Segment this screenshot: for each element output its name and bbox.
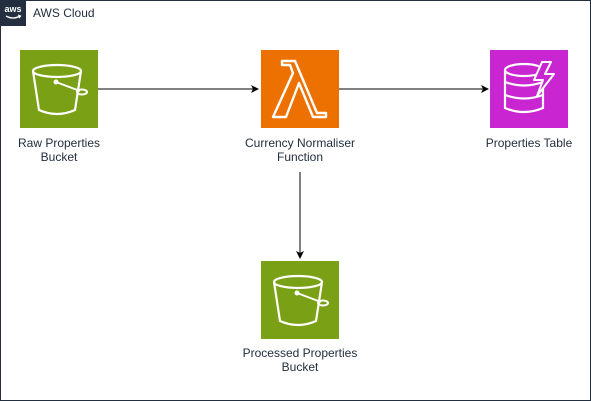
raw-properties-bucket-node[interactable] — [20, 50, 98, 128]
s3-bucket-icon — [272, 274, 329, 327]
currency-normaliser-function-label: Currency Normaliser Function — [230, 136, 370, 164]
aws-logo-icon: aws — [0, 0, 26, 26]
group-title: AWS Cloud — [33, 6, 95, 20]
currency-normaliser-function-node[interactable] — [261, 50, 339, 128]
processed-properties-bucket-label: Processed Properties Bucket — [230, 346, 370, 374]
aws-logo-text: aws — [4, 4, 21, 14]
raw-properties-bucket-label: Raw Properties Bucket — [0, 136, 129, 164]
processed-properties-bucket-node[interactable] — [261, 261, 339, 339]
table-label-line1: Properties Table — [485, 136, 573, 150]
s3-bucket-icon — [31, 63, 88, 116]
processed-bucket-label-line1: Processed Properties — [242, 346, 358, 360]
raw-bucket-label-line2: Bucket — [40, 150, 78, 164]
properties-table-label: Properties Table — [459, 136, 591, 150]
lambda-label-line2: Function — [276, 150, 324, 164]
lambda-icon — [271, 59, 328, 119]
raw-bucket-label-line1: Raw Properties — [17, 136, 101, 150]
lambda-label-line1: Currency Normaliser — [244, 136, 356, 150]
processed-bucket-label-line2: Bucket — [281, 360, 319, 374]
dynamodb-icon — [503, 61, 555, 114]
properties-table-node[interactable] — [490, 50, 568, 128]
